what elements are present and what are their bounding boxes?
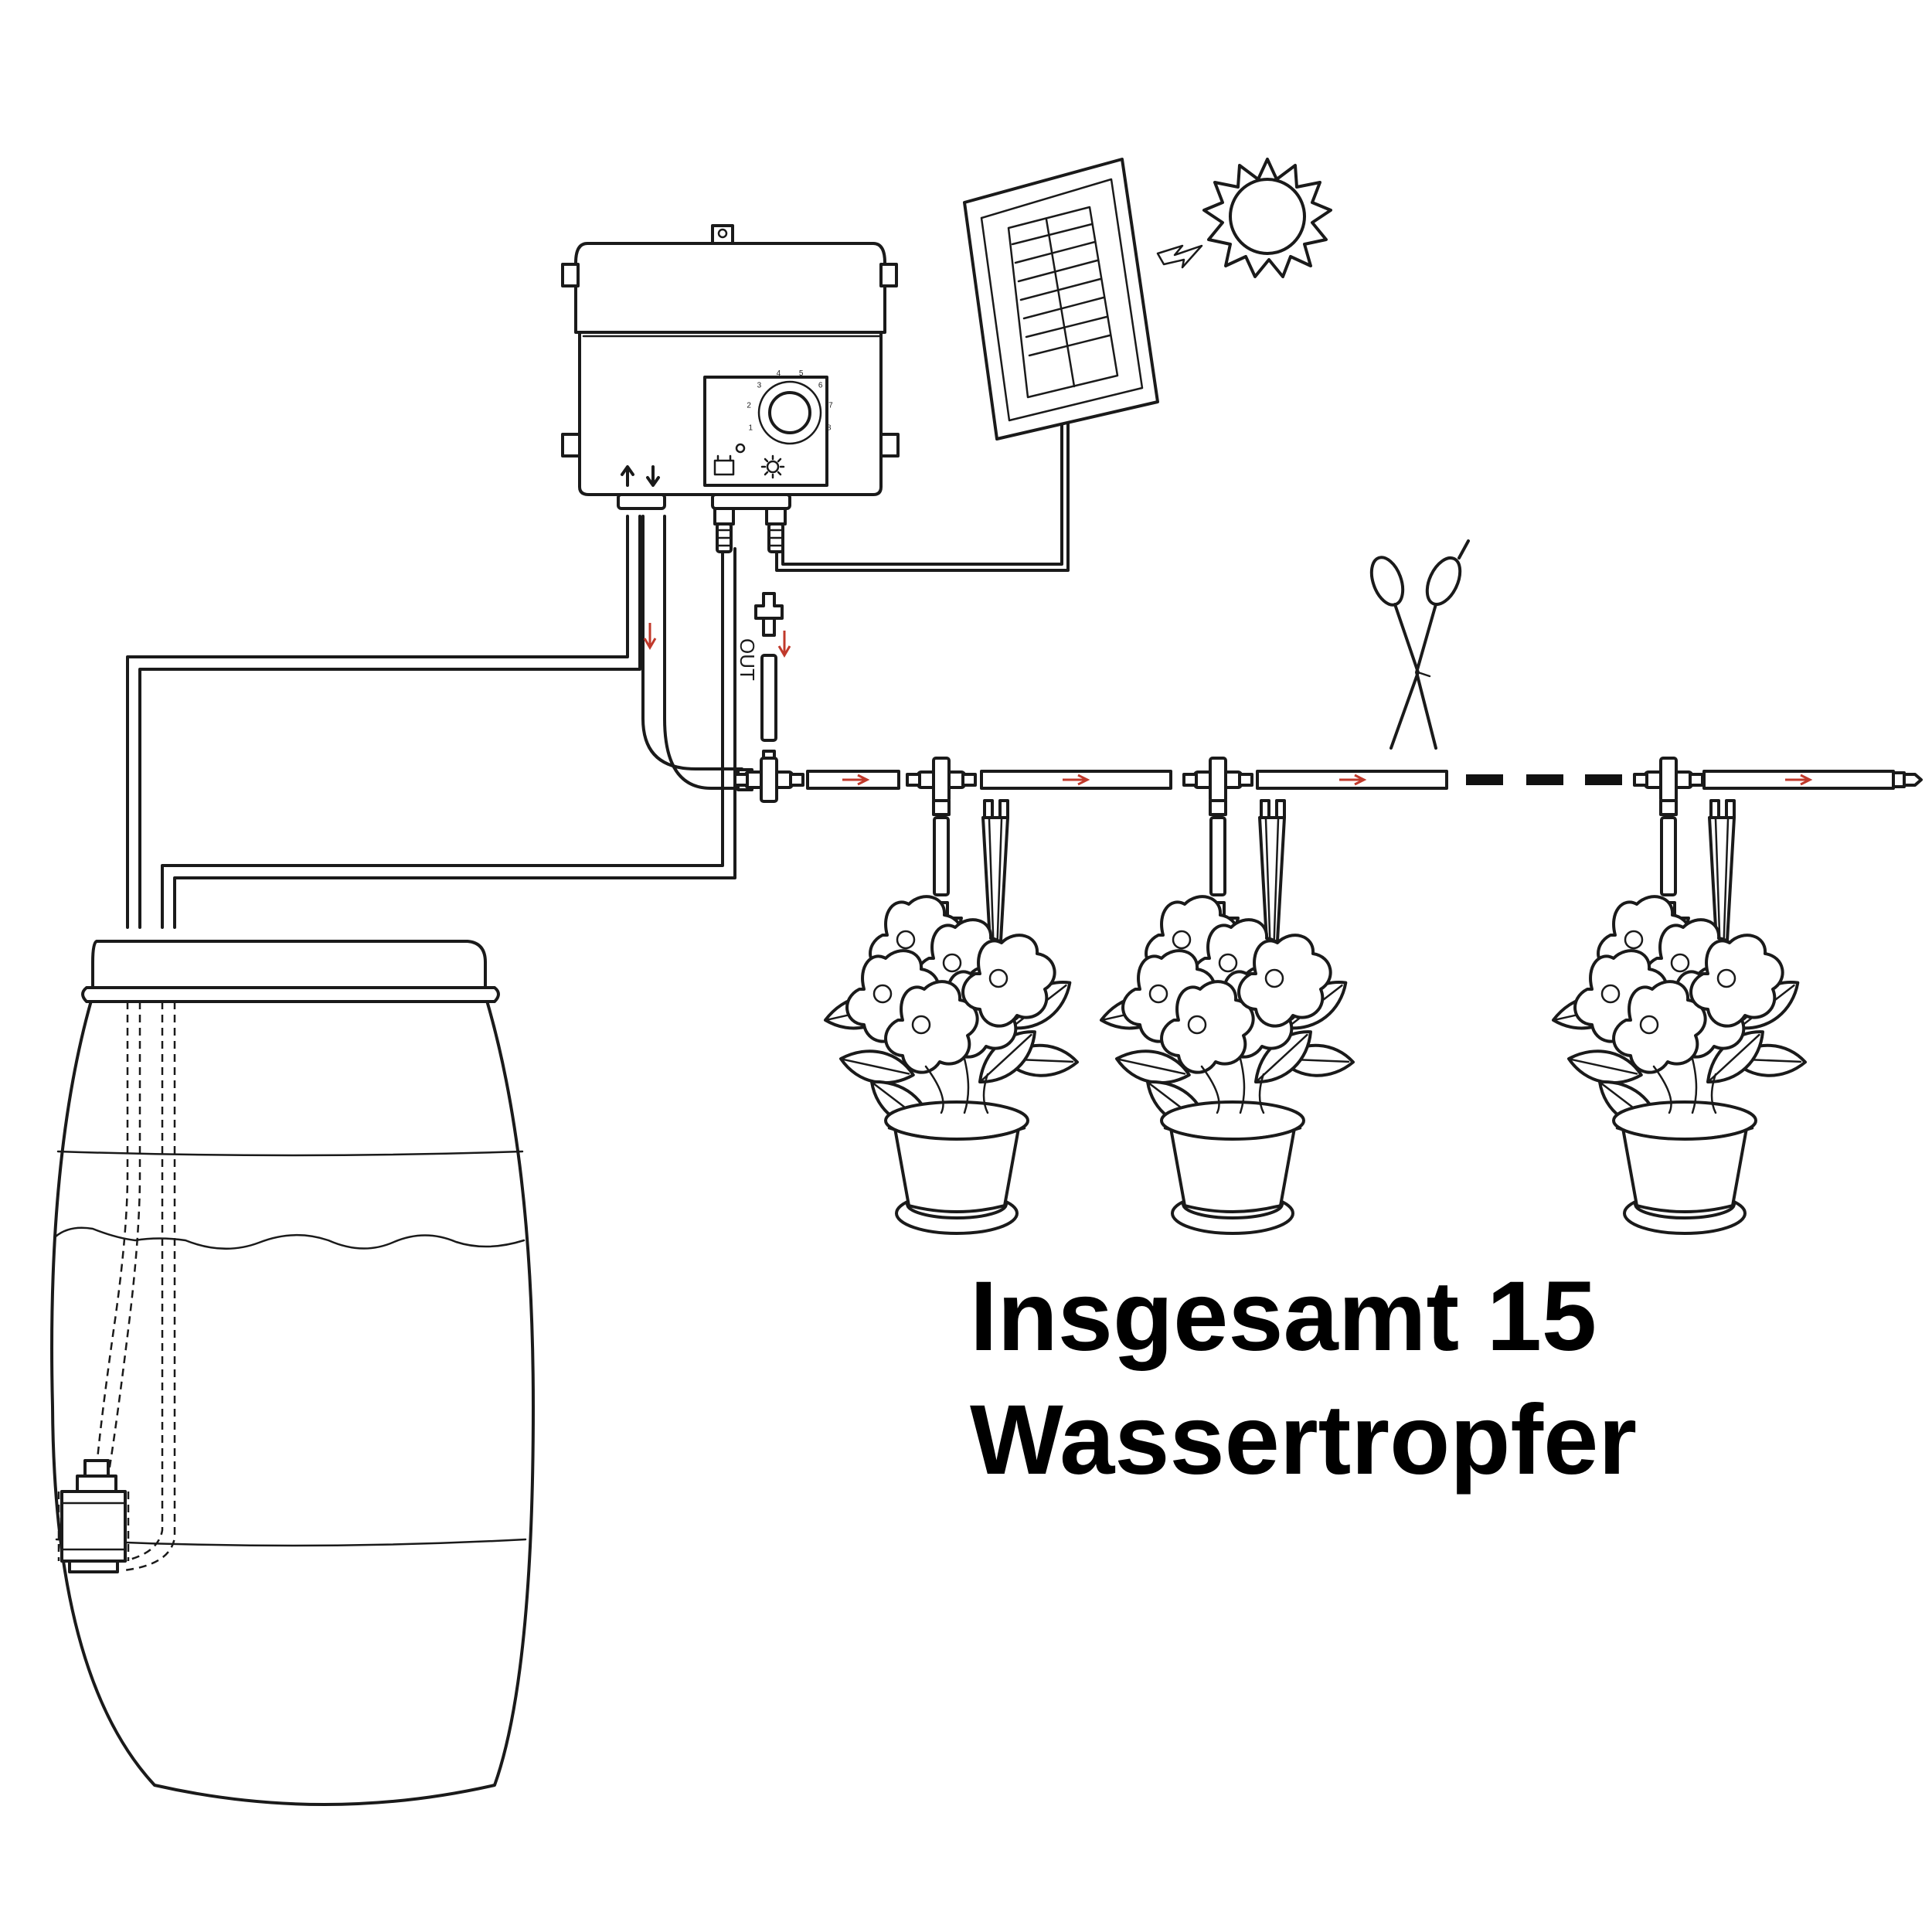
dial-number: 6 [818,381,823,389]
out-connector: OUT [736,592,784,768]
tee-connector-icon [1633,757,1704,803]
flower-pot-icon [1098,896,1355,1233]
tee-connector-icon [733,757,804,803]
tubing [126,515,743,929]
power-connector-right [765,507,787,553]
sun-setting-icon [760,454,785,479]
tee-connector-icon [906,757,977,803]
control-box-icon [561,224,900,553]
caption-line-1: Insgesamt 15 [970,1261,1597,1372]
water-barrel-icon [50,940,535,1806]
dial-number: 3 [757,381,762,389]
sun-icon [1202,158,1332,278]
battery-icon [713,454,735,476]
solar-panel-icon [963,158,1159,440]
end-cap [1892,771,1923,788]
flower-pot-icon [822,896,1079,1233]
solar-cable [775,416,1070,572]
out-label: OUT [736,638,759,681]
dial-number: 4 [777,369,781,378]
scissors-icon [1369,539,1470,750]
pump-icon [57,1459,130,1573]
caption-line-2: Wassertropfer [970,1385,1638,1495]
line-continuation-separator [1466,774,1622,785]
main-line [733,757,1923,803]
inlet-outlet-arrows [621,465,660,487]
dial-number: 5 [799,369,804,378]
dial-number: 2 [747,401,751,410]
dial-number: 7 [828,401,833,410]
tee-connector-icon [1182,757,1253,803]
dial-number: 1 [749,424,753,433]
status-led [735,443,746,454]
timer-dial[interactable] [757,380,822,445]
power-connector-left [713,507,735,553]
flower-pot-icon [1550,896,1807,1233]
dial-number: 8 [827,424,832,433]
sunlight-arrow-icon [1156,244,1203,269]
